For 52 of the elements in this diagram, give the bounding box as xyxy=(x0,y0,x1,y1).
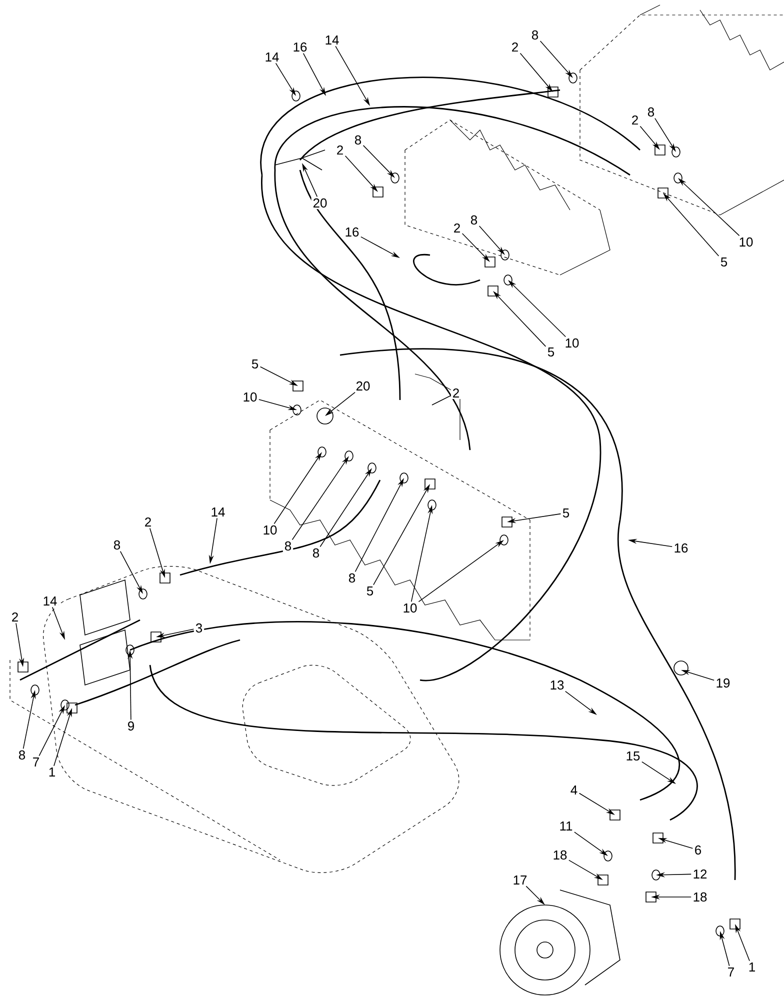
callout-number: 2 xyxy=(142,516,154,528)
callout-number: 8 xyxy=(530,28,540,42)
callout-number: 2 xyxy=(10,610,20,624)
callout-number: 8 xyxy=(112,538,122,552)
callout-number: 10 xyxy=(401,602,419,614)
callout-number: 14 xyxy=(263,51,281,63)
callout-number: 12 xyxy=(691,868,709,880)
callout-number: 8 xyxy=(310,546,322,560)
callout-number: 10 xyxy=(737,236,755,248)
callout-number: 8 xyxy=(352,134,364,146)
callout-number: 16 xyxy=(672,542,690,554)
callout-number: 14 xyxy=(41,595,59,607)
callout-number: 20 xyxy=(354,380,372,392)
callout-number: 2 xyxy=(334,144,346,156)
callout-number: 11 xyxy=(558,820,574,832)
callout-number: 5 xyxy=(250,358,260,370)
callout-number: 18 xyxy=(691,890,709,904)
callout-number: 8 xyxy=(646,106,656,118)
callout-number: 18 xyxy=(551,848,569,862)
callout-number: 14 xyxy=(323,34,341,46)
callout-number: 10 xyxy=(241,390,259,404)
callout-number: 10 xyxy=(261,524,279,536)
callout-number: 17 xyxy=(511,874,529,886)
callout-number: 14 xyxy=(209,506,227,518)
callout-number: 8 xyxy=(16,748,28,762)
callout-number: 20 xyxy=(311,196,329,210)
callout-number: 7 xyxy=(726,966,736,978)
callout-number: 1 xyxy=(746,961,758,973)
callout-number: 9 xyxy=(126,720,136,732)
callout-number: 2 xyxy=(452,222,462,234)
callout-number: 8 xyxy=(282,540,294,552)
callout-number: 10 xyxy=(563,336,581,350)
callout-number: 16 xyxy=(291,40,309,54)
callout-number: 2 xyxy=(630,114,640,126)
leader-line xyxy=(432,395,452,406)
callout-number: 4 xyxy=(568,784,580,796)
callout-number: 15 xyxy=(624,750,642,762)
callout-number: 2 xyxy=(450,386,462,400)
callout-number: 5 xyxy=(560,507,572,520)
callout-number: 16 xyxy=(343,226,361,238)
callout-number: 13 xyxy=(548,678,566,692)
callout-number: 19 xyxy=(714,676,732,690)
callout-number: 3 xyxy=(194,622,204,634)
callout-number: 8 xyxy=(346,572,358,584)
callout-number: 7 xyxy=(30,756,42,768)
callout-number: 5 xyxy=(718,256,730,268)
callout-number: 5 xyxy=(364,585,376,598)
callout-number: 8 xyxy=(468,214,480,226)
callout-number: 5 xyxy=(546,346,556,358)
callout-number: 2 xyxy=(510,41,520,54)
callout-number: 6 xyxy=(692,844,704,856)
callout-number: 1 xyxy=(46,766,58,778)
